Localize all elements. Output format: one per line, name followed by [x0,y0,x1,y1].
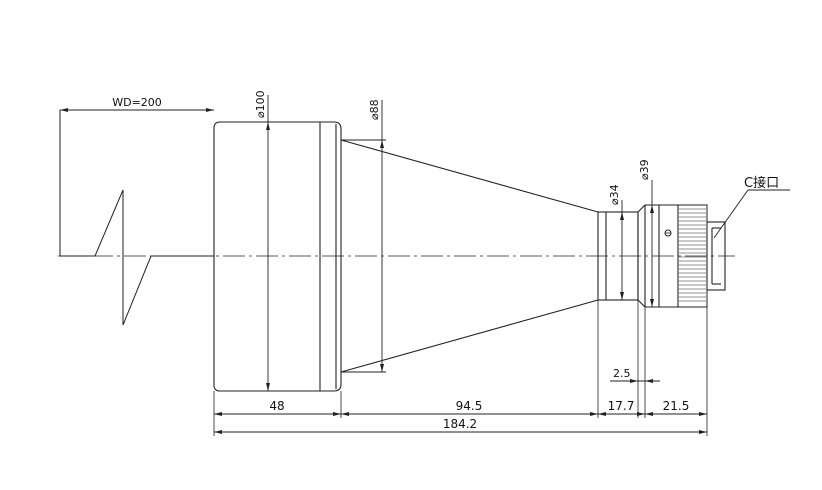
cone-section [340,139,599,373]
segment-dimensions: 48 94.5 17.7 21.5 [214,399,707,416]
cone-length-label: 94.5 [456,399,483,413]
flange-gap-dimension: 2.5 [610,367,660,383]
cone-diameter-label: ⌀88 [368,99,381,120]
working-distance-label: WD=200 [112,96,162,109]
c-mount-label: C接口 [744,175,779,191]
extension-lines [213,300,708,436]
working-distance-bracket [59,110,214,326]
front-diameter-label: ⌀100 [254,90,267,118]
c-mount-thread [706,221,726,291]
mount-length-label: 21.5 [663,399,690,413]
knurled-ring [677,204,708,308]
rear-length-label: 17.7 [608,399,635,413]
front-diameter-dimension: ⌀100 [254,90,270,391]
front-barrel [213,121,342,392]
rear-diameter-label: ⌀34 [608,184,621,205]
flange-gap-label: 2.5 [613,367,631,380]
mount-diameter-dimension: ⌀39 [638,159,654,307]
c-mount-leader [713,189,790,239]
total-length-label: 184.2 [443,417,477,431]
cone-diameter-dimension: ⌀88 [368,99,384,372]
front-length-label: 48 [269,399,284,413]
mount-diameter-label: ⌀39 [638,159,651,180]
working-distance-dimension: WD=200 [60,96,214,112]
rear-diameter-dimension: ⌀34 [608,184,624,300]
total-length-dimension: 184.2 [214,417,707,434]
